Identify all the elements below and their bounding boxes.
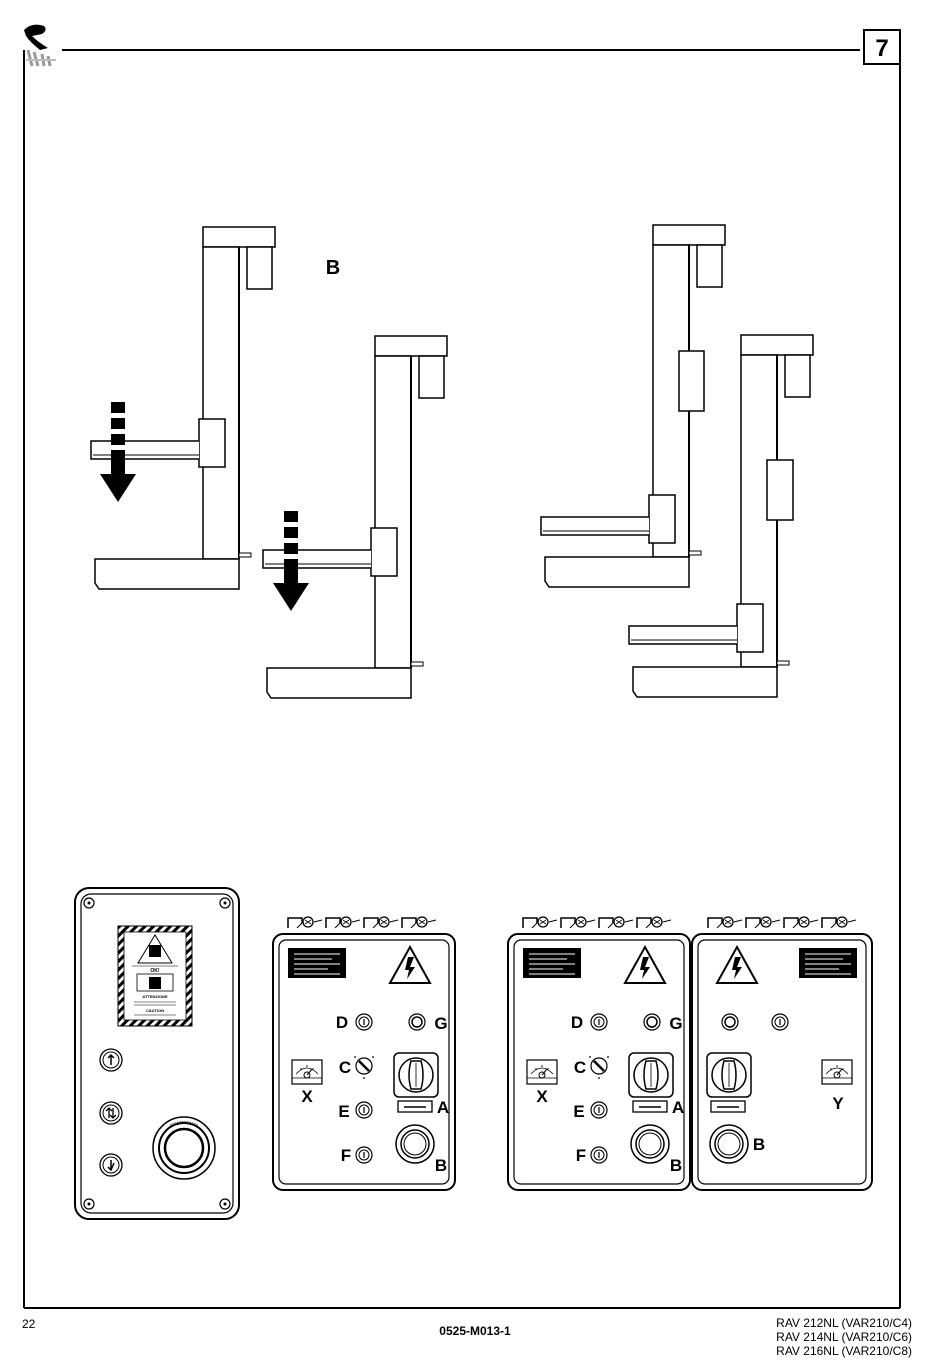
svg-text:A: A <box>437 1098 449 1117</box>
emergency-stop-icon <box>631 1125 669 1163</box>
emergency-stop-icon <box>396 1125 434 1163</box>
svg-text:CAUTION: CAUTION <box>146 1008 164 1013</box>
svg-text:D: D <box>336 1013 348 1032</box>
data-plate <box>523 948 581 978</box>
gauge-icon <box>527 1060 557 1084</box>
svg-text:B: B <box>670 1156 682 1175</box>
svg-text:Y: Y <box>832 1094 844 1113</box>
lift-carriage-3 <box>541 495 675 543</box>
control-box-double: D G X C A E F B Y B <box>508 917 872 1190</box>
button-d <box>591 1014 607 1030</box>
emergency-stop-icon <box>710 1125 748 1163</box>
button-e <box>591 1102 607 1118</box>
arrow-up-down-icon <box>100 1102 122 1124</box>
svg-text:OK!: OK! <box>150 968 160 974</box>
svg-text:F: F <box>341 1146 351 1165</box>
button-f <box>591 1147 607 1163</box>
button-f <box>356 1147 372 1163</box>
svg-text:A: A <box>672 1098 684 1117</box>
lamp-g <box>644 1014 660 1030</box>
button-e <box>356 1102 372 1118</box>
lamp-g <box>409 1014 425 1030</box>
model-line: RAV 214NL (VAR210/C6) <box>776 1330 912 1344</box>
svg-text:E: E <box>338 1102 349 1121</box>
svg-text:C: C <box>574 1058 586 1077</box>
model-line: RAV 216NL (VAR210/C8) <box>776 1344 912 1358</box>
svg-text:C: C <box>339 1058 351 1077</box>
lift-group-lowering: B <box>91 227 447 698</box>
arrow-up-icon <box>100 1049 122 1071</box>
svg-text:B: B <box>753 1135 765 1154</box>
data-plate <box>799 948 857 978</box>
gauge-icon <box>292 1060 322 1084</box>
control-box-single: D G X C A E F B <box>273 917 455 1190</box>
model-list: RAV 212NL (VAR210/C4) RAV 214NL (VAR210/… <box>776 1316 912 1358</box>
pendant-control: OK! ATTENZIONE CAUTION <box>75 888 239 1219</box>
section-number: 7 <box>875 35 888 62</box>
svg-text:ATTENZIONE: ATTENZIONE <box>142 994 168 999</box>
button-d <box>356 1014 372 1030</box>
svg-text:E: E <box>573 1102 584 1121</box>
svg-text:G: G <box>434 1014 447 1033</box>
svg-text:X: X <box>536 1087 548 1106</box>
emergency-stop-icon <box>153 1117 215 1179</box>
lift-group-lowered <box>541 225 813 697</box>
data-plate <box>288 948 346 978</box>
main-switch <box>707 1053 751 1097</box>
main-switch-a <box>394 1053 438 1097</box>
svg-text:F: F <box>576 1146 586 1165</box>
svg-text:X: X <box>301 1087 313 1106</box>
warning-sticker: OK! ATTENZIONE CAUTION <box>118 926 192 1026</box>
lamp <box>722 1014 738 1030</box>
lift-carriage-4 <box>629 604 763 652</box>
lift-label-b: B <box>326 257 340 279</box>
logo-icon <box>24 25 56 66</box>
gauge-icon <box>822 1060 852 1084</box>
svg-text:B: B <box>435 1156 447 1175</box>
model-line: RAV 212NL (VAR210/C4) <box>776 1316 912 1330</box>
lift-carriage-2 <box>263 528 397 576</box>
svg-text:D: D <box>571 1013 583 1032</box>
svg-text:G: G <box>669 1014 682 1033</box>
button <box>772 1014 788 1030</box>
arrow-down-icon <box>100 1154 122 1176</box>
main-switch-a <box>629 1053 673 1097</box>
